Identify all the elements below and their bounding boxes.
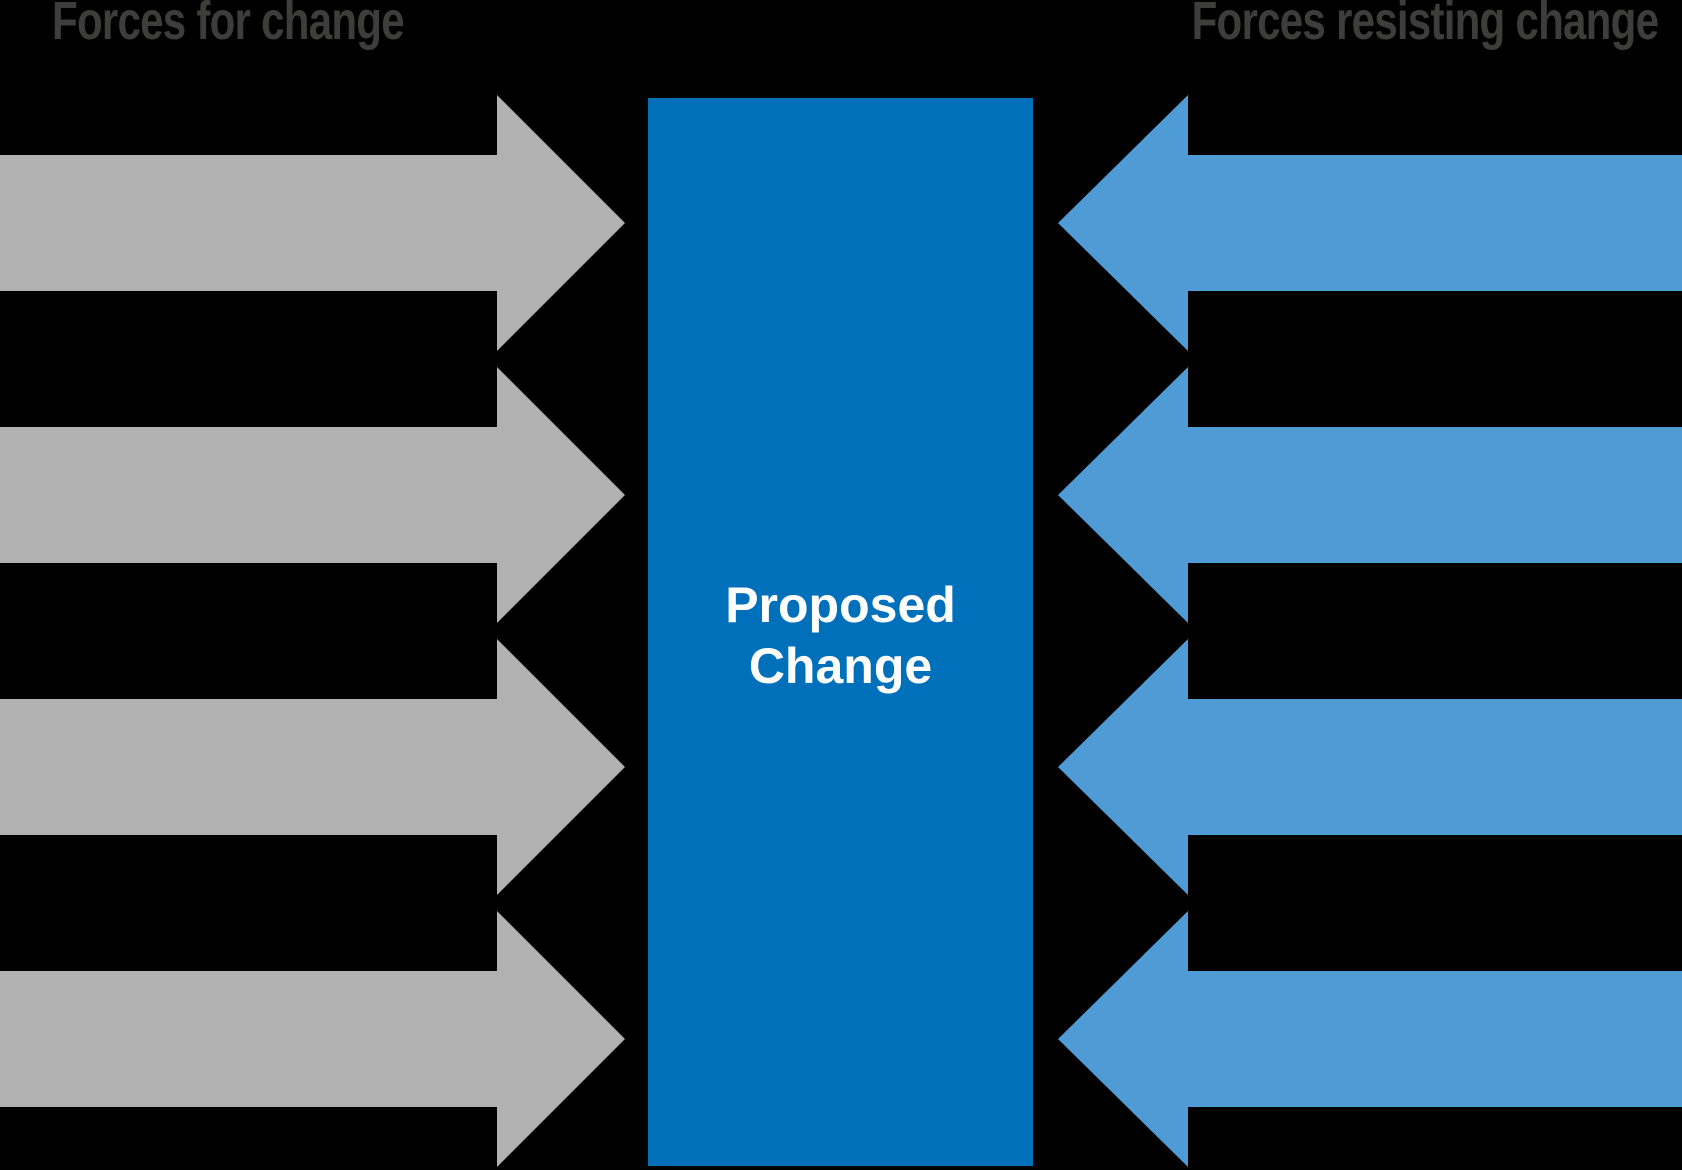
arrow-head-right-icon: [497, 639, 625, 895]
arrow-head-left-icon: [1058, 639, 1188, 895]
arrow-shaft: [0, 971, 497, 1107]
forces-for-change-title: Forces for change: [52, 0, 405, 51]
arrow-head-left-icon: [1058, 367, 1188, 623]
arrow-shaft: [0, 427, 497, 563]
proposed-change-label: Proposed Change: [725, 575, 956, 697]
arrow-head-left-icon: [1058, 911, 1188, 1167]
proposed-change-box: Proposed Change: [648, 98, 1033, 1166]
proposed-change-label-line2: Change: [748, 638, 933, 694]
proposed-change-label-line1: Proposed: [725, 577, 956, 633]
arrow-shaft: [0, 155, 497, 291]
arrow-head-left-icon: [1058, 95, 1188, 351]
forces-resisting-change-title: Forces resisting change: [1191, 0, 1658, 51]
arrow-shaft: [1188, 699, 1682, 835]
arrow-shaft: [1188, 155, 1682, 291]
arrow-head-right-icon: [497, 367, 625, 623]
arrow-head-right-icon: [497, 911, 625, 1167]
arrow-shaft: [1188, 971, 1682, 1107]
arrow-shaft: [0, 699, 497, 835]
arrow-head-right-icon: [497, 95, 625, 351]
arrow-shaft: [1188, 427, 1682, 563]
